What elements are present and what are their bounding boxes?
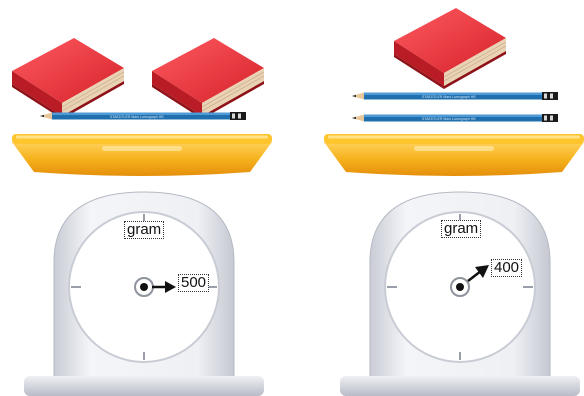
book-icon bbox=[12, 38, 124, 119]
book-icon bbox=[152, 38, 264, 119]
right-scale bbox=[324, 8, 584, 396]
scale-pan bbox=[324, 134, 584, 176]
scale-pan bbox=[12, 134, 272, 176]
pencil-icon bbox=[352, 92, 558, 100]
unit-label: gram bbox=[441, 220, 481, 238]
pencil-icon bbox=[352, 114, 558, 122]
unit-label: gram bbox=[124, 221, 164, 239]
book-icon bbox=[394, 8, 506, 89]
left-scale bbox=[12, 38, 272, 396]
reading-label: 400 bbox=[491, 259, 522, 277]
pencil-icon bbox=[40, 112, 246, 120]
reading-label: 500 bbox=[178, 274, 209, 292]
